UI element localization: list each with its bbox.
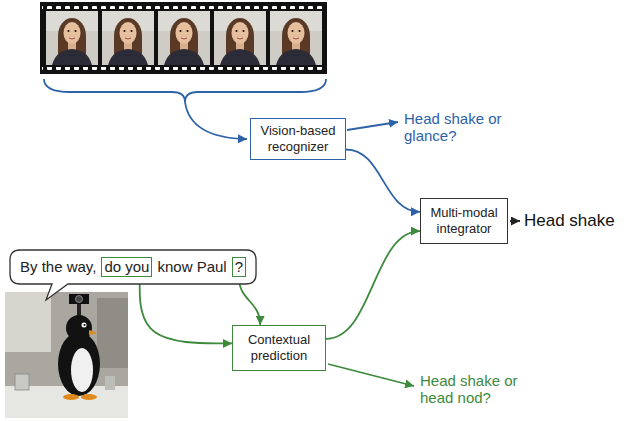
connectors [140, 150, 420, 344]
word-highlight: ? [232, 257, 246, 277]
output-label: Head shake or glance? [404, 110, 508, 145]
node-text: Contextual prediction [239, 332, 319, 363]
output-label: Head shake or head nod? [420, 372, 532, 407]
connector-arrow [346, 150, 420, 212]
speech-text: know Paul [157, 258, 226, 276]
process-box: Contextual prediction [232, 325, 326, 371]
bracket [44, 79, 326, 102]
node-text: ? [235, 258, 243, 276]
connector-arrow [140, 277, 232, 343]
word-highlight: do you [101, 257, 152, 277]
process-box: Vision-based recognizer [250, 118, 346, 160]
speech-bubble-shape [10, 250, 256, 300]
process-box: Multi-modal integrator [420, 198, 508, 244]
node-text: do you [104, 258, 149, 276]
output-arrow [510, 220, 520, 222]
speech-text: By the way, [20, 258, 96, 276]
output-arrow [347, 122, 398, 130]
speech-bubble: By the way, know Paul do you? [10, 250, 256, 284]
film-strip [40, 2, 327, 74]
node-text: Multi-modal integrator [427, 205, 501, 236]
output-label: Head shake [524, 211, 615, 231]
node-text: Vision-based recognizer [257, 123, 339, 154]
input-arrow [185, 102, 247, 139]
robot-photo [5, 292, 128, 418]
connector-arrow [326, 231, 420, 339]
output-arrow [328, 364, 414, 386]
